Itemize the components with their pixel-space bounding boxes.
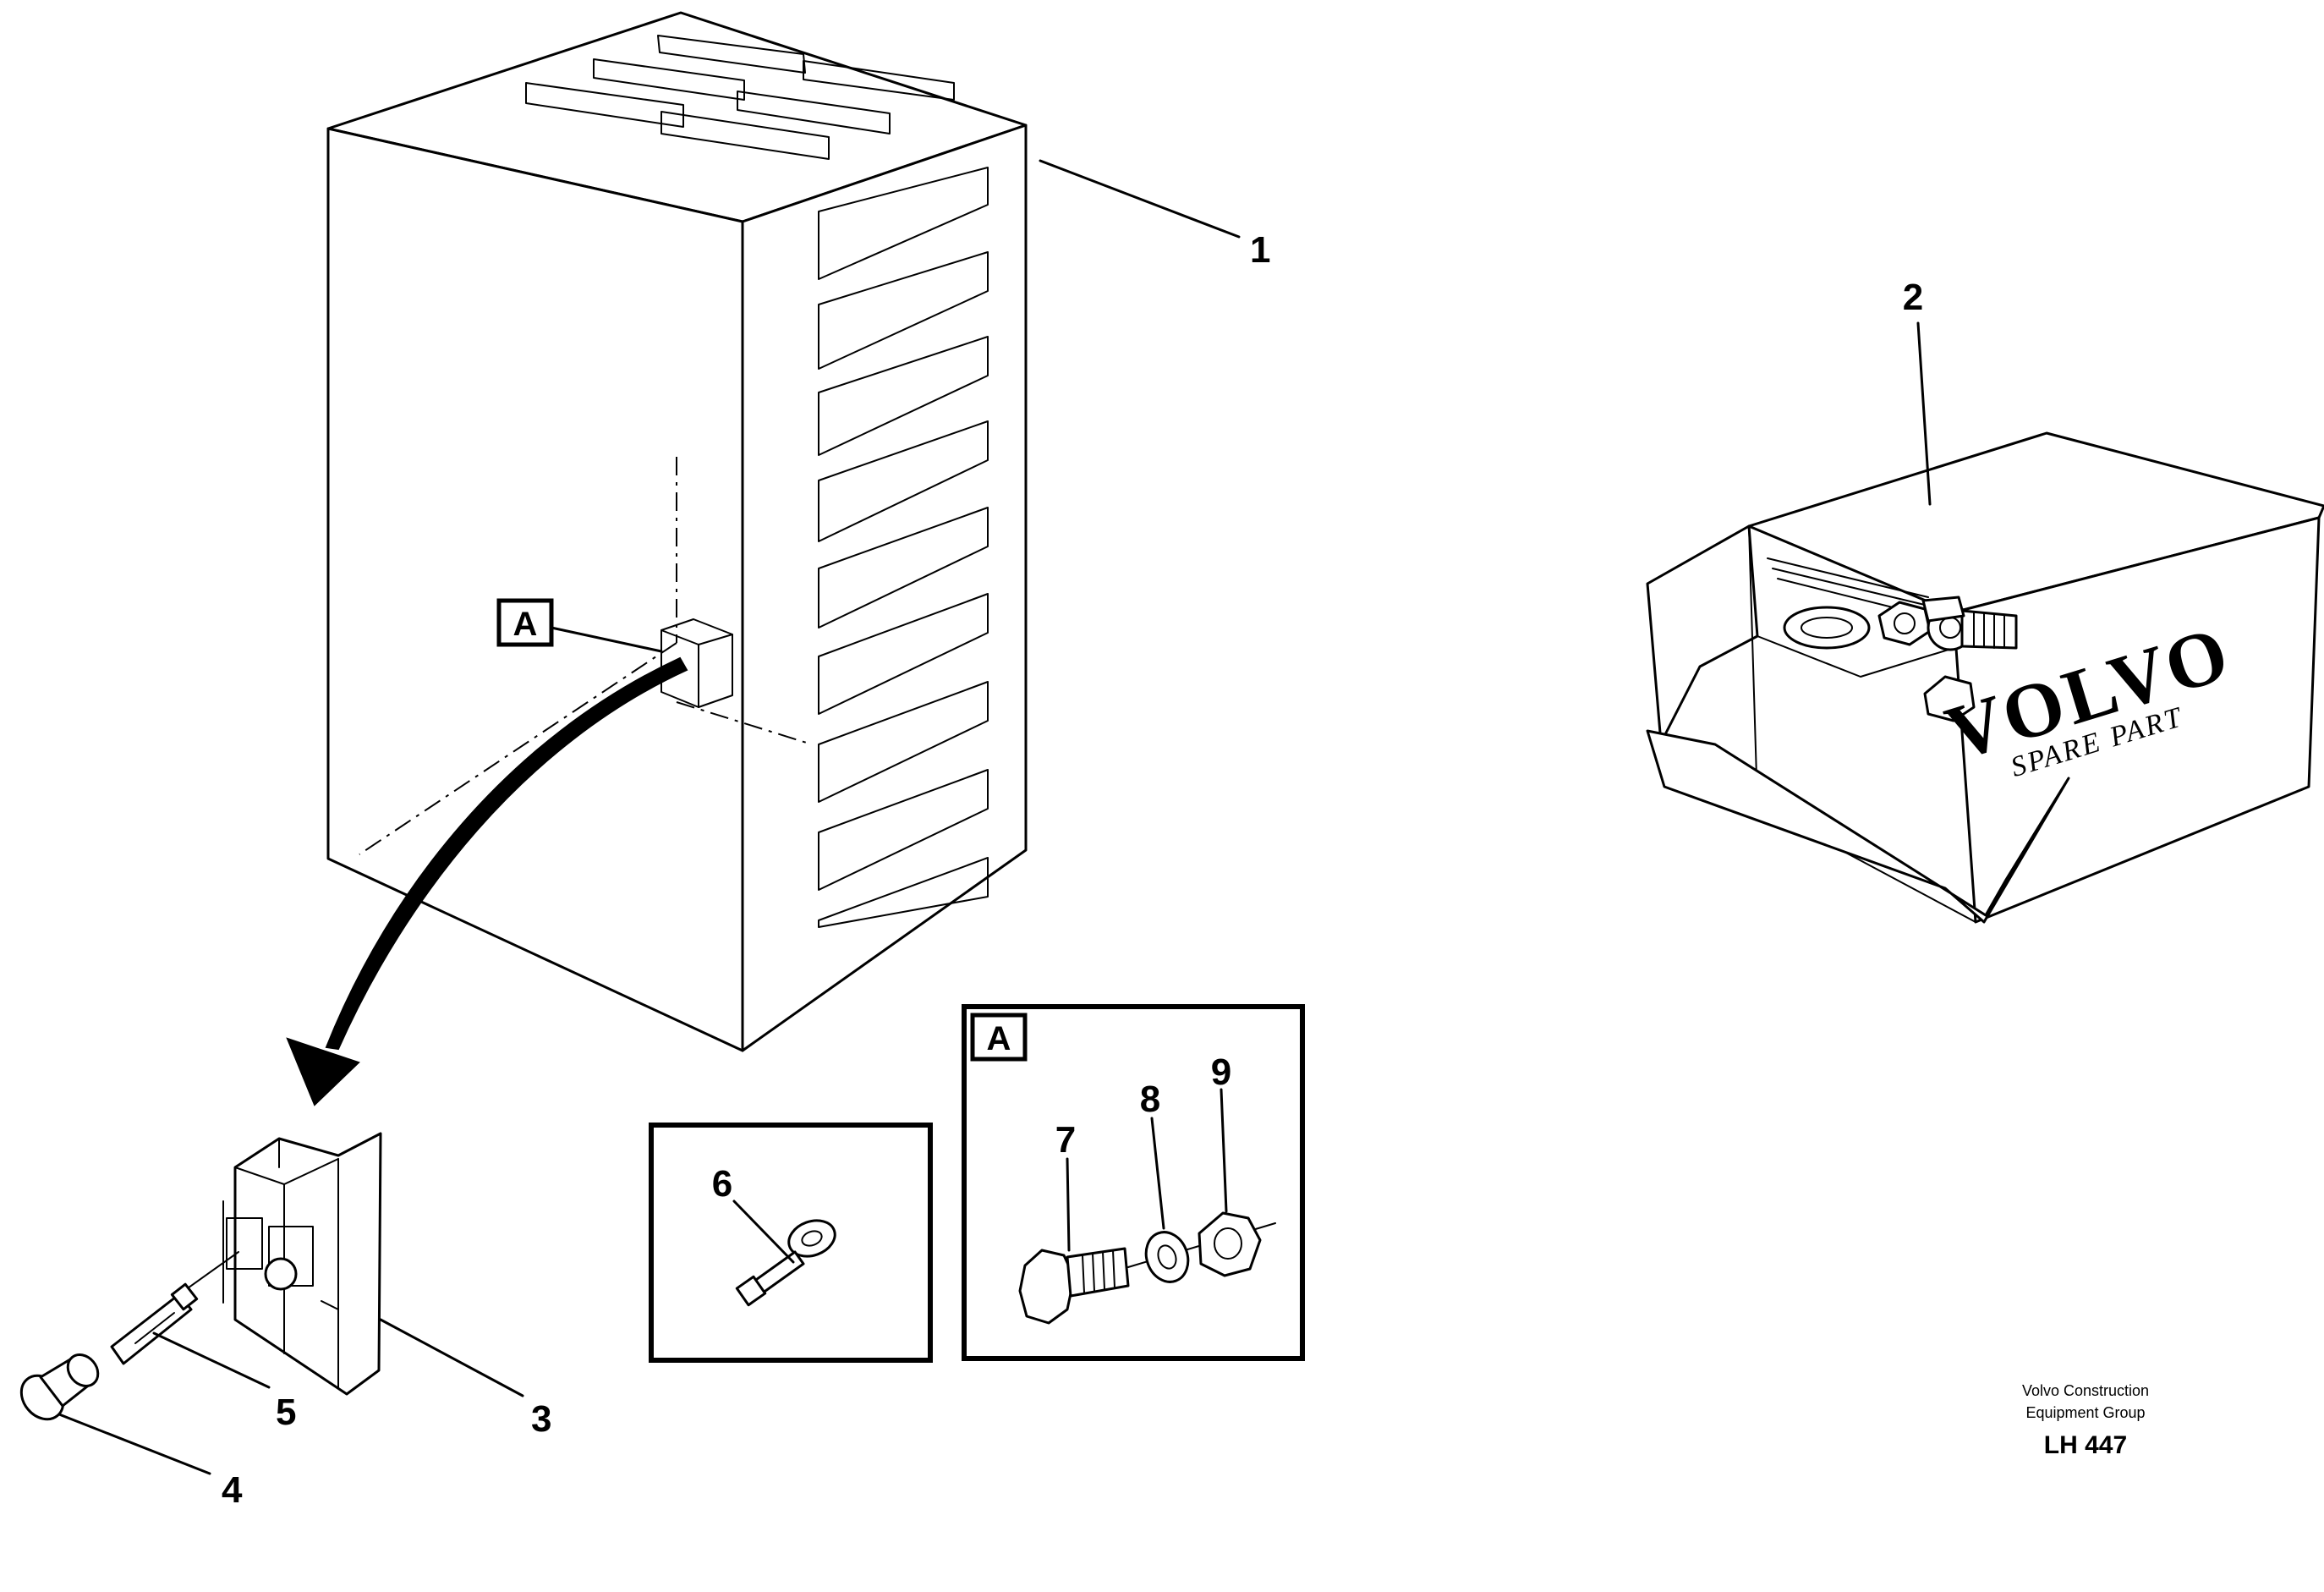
callout-7: 7 bbox=[1055, 1119, 1076, 1161]
callout-3: 3 bbox=[531, 1398, 551, 1440]
leader-4 bbox=[58, 1413, 211, 1475]
callout-1: 1 bbox=[1250, 229, 1270, 271]
leader-8 bbox=[1150, 1117, 1165, 1230]
internal-fuse-box bbox=[660, 618, 733, 708]
detail-box-a: A 7 8 9 bbox=[962, 1004, 1305, 1361]
leader-5 bbox=[152, 1331, 271, 1389]
credit-line-1: Volvo Construction bbox=[2022, 1382, 2149, 1399]
detail-box-key: 6 bbox=[649, 1123, 933, 1363]
fuse-holder bbox=[222, 1132, 382, 1396]
callout-9: 9 bbox=[1211, 1051, 1231, 1093]
fuse-cap bbox=[19, 1353, 100, 1421]
top-vents bbox=[525, 35, 955, 160]
fuse bbox=[110, 1251, 239, 1365]
leader-2 bbox=[1916, 321, 1932, 506]
leader-1 bbox=[1039, 159, 1241, 239]
key-illustration bbox=[735, 1219, 836, 1307]
callout-8: 8 bbox=[1140, 1079, 1160, 1120]
detail-marker-a: A bbox=[496, 598, 663, 653]
detail-box-a-label: A bbox=[987, 1020, 1011, 1057]
nut-illustration bbox=[1198, 1211, 1262, 1277]
callout-4: 4 bbox=[222, 1469, 243, 1511]
publisher-credit: Volvo Construction Equipment Group LH 44… bbox=[2022, 1382, 2149, 1459]
bolt-illustration bbox=[1018, 1247, 1130, 1325]
callout-6: 6 bbox=[712, 1163, 732, 1205]
side-louvers bbox=[818, 167, 989, 928]
leader-6 bbox=[732, 1199, 795, 1264]
washer-illustration bbox=[1144, 1231, 1190, 1283]
document-number: LH 447 bbox=[2044, 1431, 2127, 1459]
detail-marker-a-label: A bbox=[513, 606, 538, 643]
credit-line-2: Equipment Group bbox=[2025, 1404, 2145, 1421]
leader-9 bbox=[1220, 1088, 1228, 1213]
cabinet-illustration bbox=[286, 11, 1028, 1106]
leader-7 bbox=[1066, 1157, 1071, 1252]
callout-5: 5 bbox=[276, 1392, 296, 1433]
callout-2: 2 bbox=[1903, 277, 1923, 318]
spare-part-box: VOLVO SPARE PART bbox=[1646, 431, 2324, 924]
leader-3 bbox=[379, 1318, 524, 1397]
